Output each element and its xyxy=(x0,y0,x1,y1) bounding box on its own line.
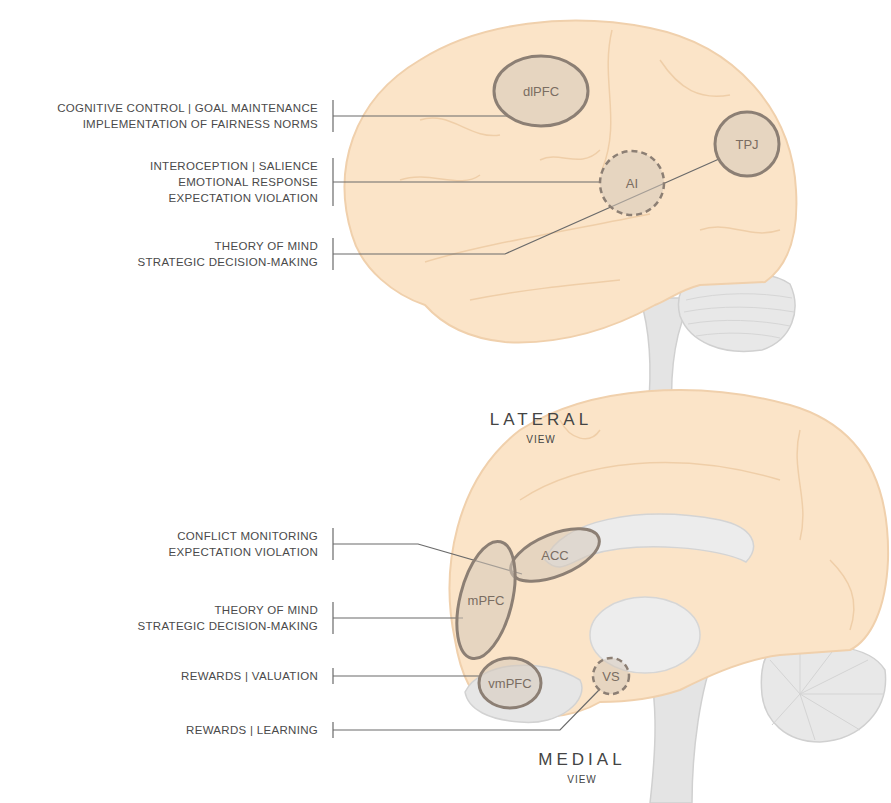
brain-region: AI xyxy=(599,150,665,216)
label-text: COGNITIVE CONTROL | GOAL MAINTENANCE IMP… xyxy=(57,102,318,130)
region-name: mPFC xyxy=(468,594,505,607)
brain-region: vmPFC xyxy=(478,656,542,710)
function-label: THEORY OF MIND STRATEGIC DECISION-MAKING xyxy=(118,238,318,270)
region-name: vmPFC xyxy=(488,677,531,690)
label-text: VIEW xyxy=(567,774,597,785)
label-text: VIEW xyxy=(526,434,556,445)
view-title: MEDIAL xyxy=(502,750,662,770)
brain-region: VS xyxy=(591,656,631,696)
brain-region: TPJ xyxy=(713,110,781,178)
brain-region: ACC xyxy=(505,515,605,595)
label-text: LATERAL xyxy=(490,410,592,429)
label-text: INTEROCEPTION | SALIENCE EMOTIONAL RESPO… xyxy=(150,160,318,204)
wrap-spacer xyxy=(118,602,168,618)
region-name: AI xyxy=(626,177,638,190)
label-text: THEORY OF MIND STRATEGIC DECISION-MAKING xyxy=(138,604,318,632)
view-title: LATERAL xyxy=(461,410,621,430)
function-label: REWARDS | LEARNING xyxy=(98,722,318,738)
function-label: COGNITIVE CONTROL | GOAL MAINTENANCE IMP… xyxy=(18,100,318,132)
label-text: MEDIAL xyxy=(538,750,625,769)
function-label: THEORY OF MIND STRATEGIC DECISION-MAKING xyxy=(118,602,318,634)
label-text: CONFLICT MONITORING EXPECTATION VIOLATIO… xyxy=(169,530,318,558)
view-title: VIEW xyxy=(502,773,662,787)
region-ellipse xyxy=(593,658,629,694)
view-title: VIEW xyxy=(461,433,621,447)
label-text: REWARDS | LEARNING xyxy=(186,724,318,736)
wrap-spacer xyxy=(118,238,168,254)
region-ellipse xyxy=(715,112,779,176)
region-name: TPJ xyxy=(735,138,758,151)
region-ellipse xyxy=(479,658,541,708)
region-ellipse xyxy=(504,518,607,592)
region-ellipse xyxy=(446,535,525,664)
label-text: REWARDS | VALUATION xyxy=(181,670,318,682)
function-label: INTEROCEPTION | SALIENCE EMOTIONAL RESPO… xyxy=(123,158,318,206)
region-name: ACC xyxy=(541,549,568,562)
brain-region: mPFC xyxy=(456,535,516,665)
label-text: THEORY OF MIND STRATEGIC DECISION-MAKING xyxy=(138,240,318,268)
function-label: REWARDS | VALUATION xyxy=(98,668,318,684)
brain-region: dlPFC xyxy=(492,54,590,128)
region-ellipse xyxy=(600,151,664,215)
region-name: VS xyxy=(602,670,619,683)
region-name: dlPFC xyxy=(523,85,559,98)
function-label: CONFLICT MONITORING EXPECTATION VIOLATIO… xyxy=(143,528,318,560)
region-ellipse xyxy=(494,56,588,126)
